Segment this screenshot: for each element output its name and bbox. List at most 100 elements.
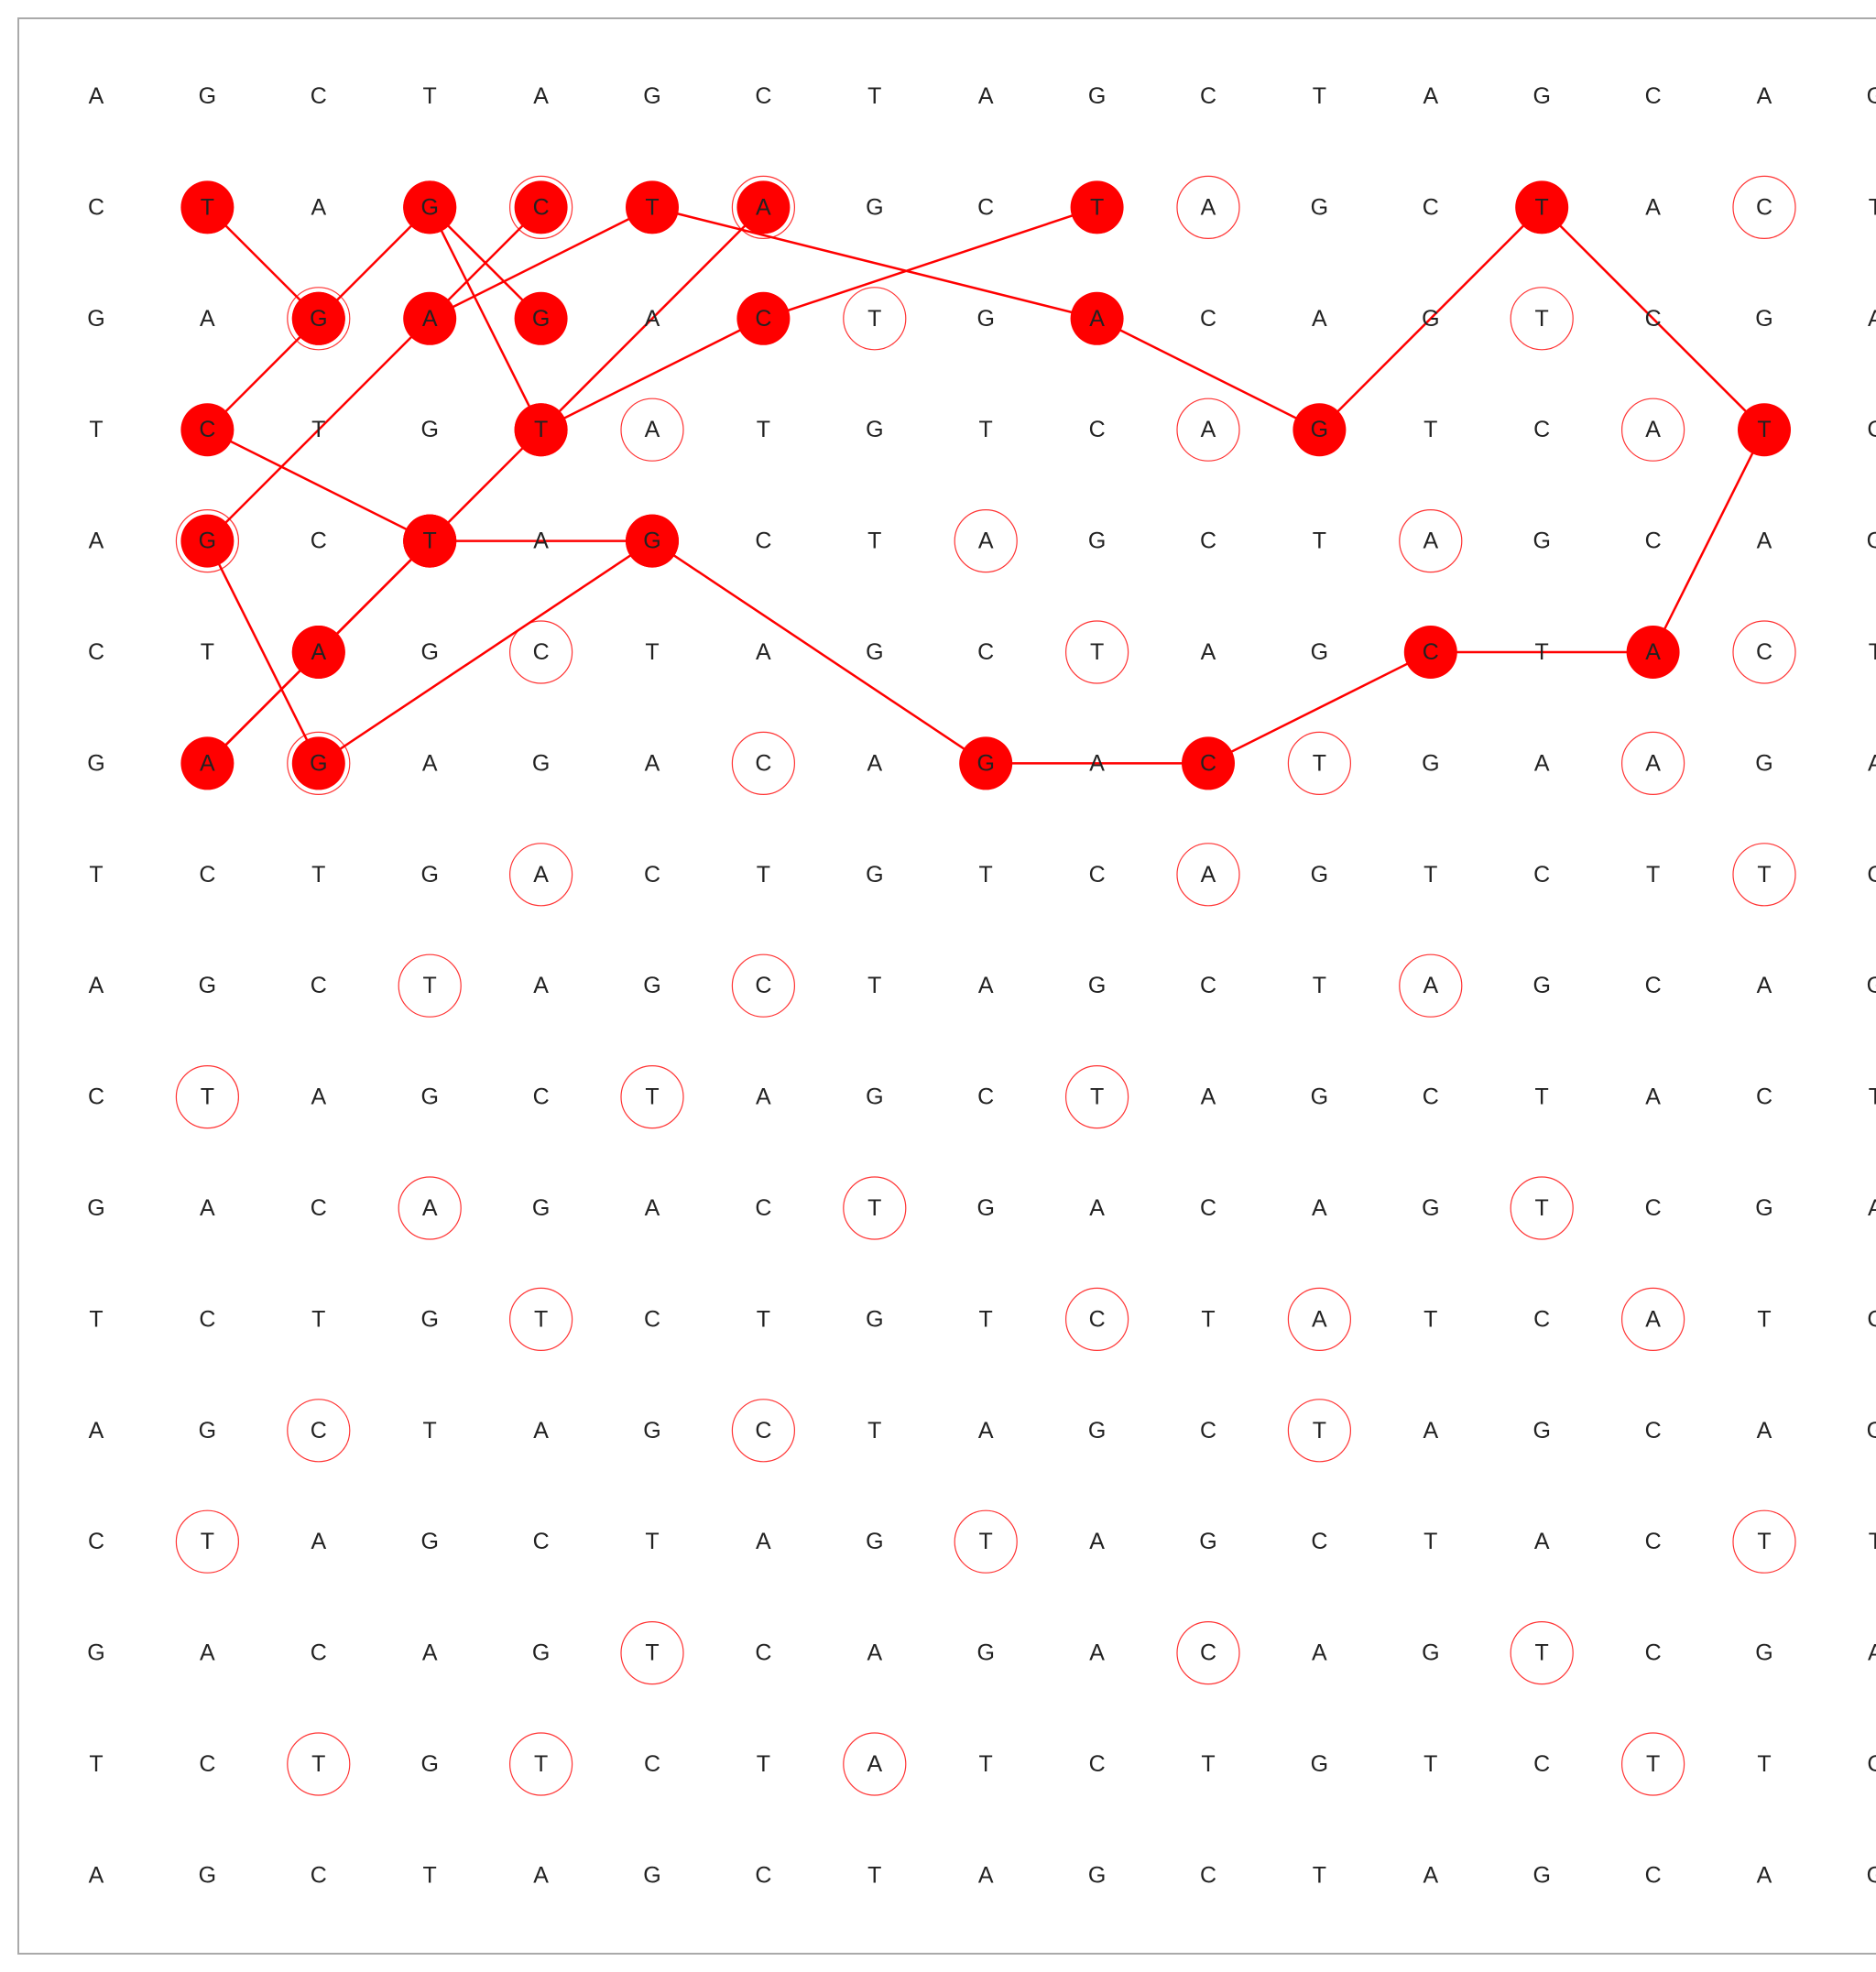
path-node [736,291,791,345]
cell-ring [398,953,462,1018]
grid-letter: C [199,1306,215,1332]
grid-letter: A [645,417,660,442]
grid-letter: C [1200,1862,1216,1888]
grid-letter: C [1200,1418,1216,1444]
cell-ring [508,843,573,907]
path-node [403,291,457,345]
grid-letter: A [978,1418,994,1444]
grid-letter: G [866,862,883,888]
cell-ring [398,1176,462,1240]
path-node [959,736,1013,790]
grid-letter: T [311,862,325,888]
grid-letter: G [87,1640,104,1666]
grid-letter: T [1869,639,1876,665]
cell-ring [175,1509,239,1574]
grid-letter: C [1645,306,1662,332]
grid-letter: T [534,417,548,442]
grid-letter: T [1535,194,1549,220]
grid-letter: G [1422,1195,1439,1221]
grid-letter: C [1200,1195,1216,1221]
grid-letter: A [1312,306,1327,332]
board-frame [17,17,1876,1955]
path-node [291,736,345,790]
grid-letter: G [976,1195,994,1221]
grid-letter: A [1645,639,1661,665]
grid-letter: A [200,306,215,332]
path-segment [206,429,431,542]
path-segment [1318,206,1543,431]
cell-ring [1176,843,1240,907]
cell-ring [731,175,796,239]
cell-ring [1620,398,1685,462]
grid-letter: G [1088,528,1106,554]
grid-letter: G [310,750,327,776]
grid-letter: G [1755,306,1772,332]
grid-letter: C [1867,1306,1876,1332]
grid-letter: A [645,1195,660,1221]
cell-ring [1176,175,1240,239]
grid-letter: T [1423,862,1437,888]
grid-letter: A [756,639,771,665]
cell-ring [1287,1399,1352,1463]
grid-letter: C [1645,1640,1662,1666]
grid-letter: A [1312,1195,1327,1221]
path-lines [206,206,1766,765]
grid-letter: T [1313,83,1326,109]
grid-letter: G [532,750,550,776]
grid-letter: T [979,1529,993,1554]
grid-letter: C [1200,1640,1216,1666]
grid-letter: A [1089,1195,1105,1221]
grid-letter: A [533,862,549,888]
grid-letter: G [310,306,327,332]
grid-letter: T [1535,639,1549,665]
grid-letter: G [420,194,438,220]
grid-letter: G [87,750,104,776]
grid-letter: C [1311,1529,1327,1554]
grid-letter: T [757,862,770,888]
grid-letter: T [867,1418,881,1444]
grid-letter: T [1313,1418,1326,1444]
path-segment [1096,317,1320,431]
grid-letter: C [755,306,771,332]
grid-letter: C [1645,528,1662,554]
grid-letter: A [756,194,771,220]
grid-letter: G [420,1751,438,1777]
grid-letter: C [1867,417,1876,442]
grid-letter: C [1645,1529,1662,1554]
grid-letter: G [1199,1529,1216,1554]
grid-letter: A [978,528,994,554]
grid-letter: T [1757,1306,1771,1332]
grid-letter: A [1201,417,1216,442]
grid-letter: G [976,750,994,776]
grid-letter: A [867,1640,882,1666]
path-segment [763,206,1097,320]
grid-letter: A [1201,1084,1216,1110]
grid-letter: T [201,1529,214,1554]
grid-letter: G [866,639,883,665]
grid-letter: G [643,83,660,109]
grid-letter: A [89,1862,104,1888]
cell-ring [1287,731,1352,796]
grid-letter: G [976,1640,994,1666]
grid-letter: A [978,973,994,998]
grid-letter: T [1757,1751,1771,1777]
grid-letter: C [977,194,994,220]
grid-letter: T [1757,862,1771,888]
grid-letter: C [199,1751,215,1777]
grid-letter: A [1423,1418,1438,1444]
grid-letter: G [199,1418,216,1444]
grid-letter: A [1089,750,1105,776]
grid-letter: T [1201,1306,1215,1332]
path-node [403,514,457,568]
grid-letter: A [1089,306,1105,332]
grid-letter: T [1535,1195,1549,1221]
grid-letter: C [1423,194,1439,220]
path-node [180,736,234,790]
grid-letter: T [1090,1084,1104,1110]
cell-ring [954,1509,1018,1574]
grid-letter: A [533,1862,549,1888]
grid-letter: G [643,973,660,998]
grid-letter: C [311,83,327,109]
grid-letter: A [311,1084,326,1110]
grid-letter: C [311,1640,327,1666]
